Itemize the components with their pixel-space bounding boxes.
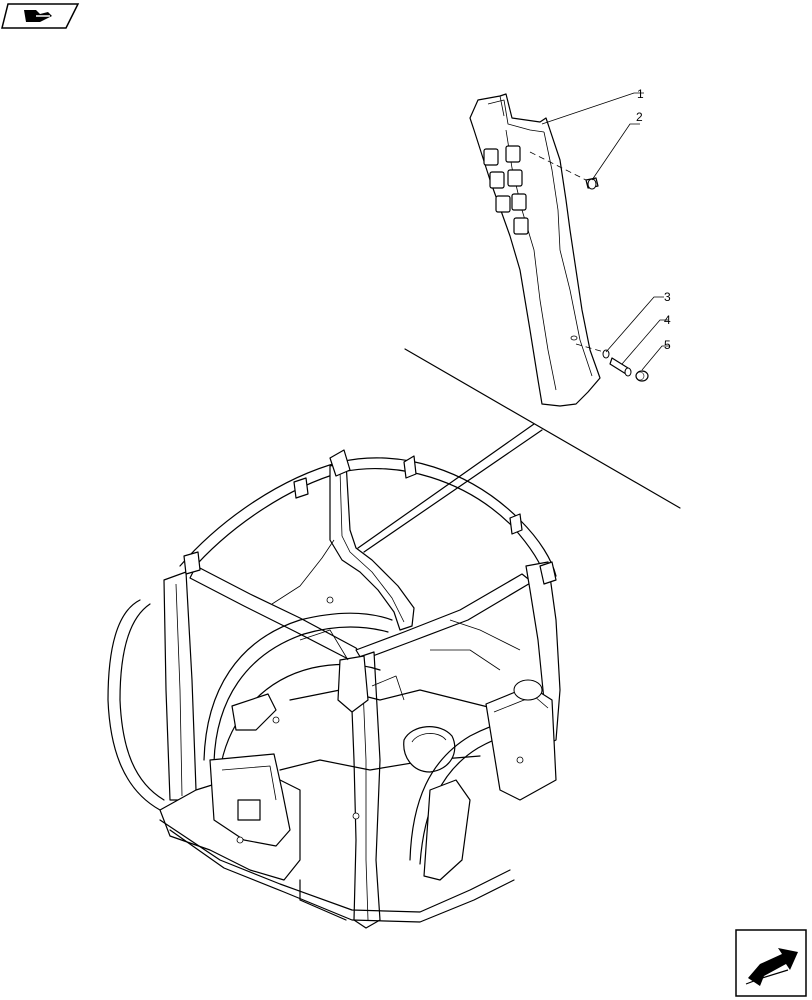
next-page-arrow-icon[interactable] [735,929,807,997]
washer-part-3 [602,349,610,359]
pillar-trim-panel [469,93,601,407]
callout-3: 3 [664,290,671,304]
callout-5: 5 [664,338,671,352]
callout-4: 4 [664,313,671,327]
cab-frame-assembly [107,449,561,929]
section-plane-lines [357,348,681,553]
cap-part-5 [635,370,649,382]
callout-2: 2 [636,110,643,124]
book-page-icon[interactable] [1,3,80,29]
screw-part-4 [609,357,632,377]
callout-1: 1 [637,87,644,101]
screw-part-2 [585,177,599,190]
callout-leaders [541,92,670,371]
fastener-axis-lines [529,151,605,353]
